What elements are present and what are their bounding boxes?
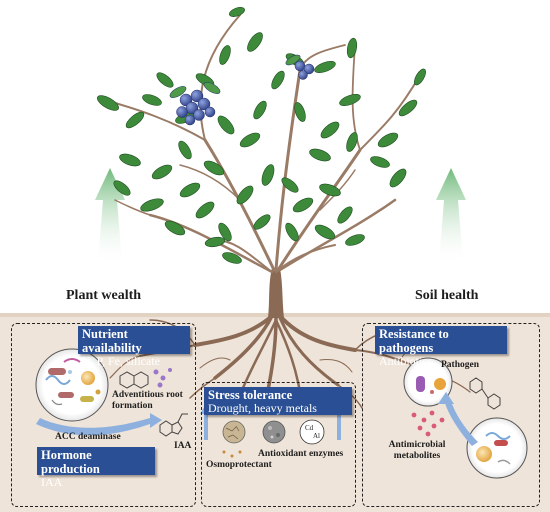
hormone-production-title: Hormone production [41, 448, 100, 476]
microbe-dish-right [466, 417, 528, 479]
leaves [97, 7, 426, 264]
nutrient-availability-title: Nutrient availability [82, 327, 142, 355]
panel-left [11, 323, 196, 507]
pathogen-dish [403, 357, 453, 407]
iaa-molecule-label: IAA [174, 441, 192, 451]
resistance-pathogens-banner: Resistance to pathogens Antibiotics [375, 326, 507, 368]
flow-arrow-left [36, 413, 162, 436]
stress-tolerance-sub: Drought, heavy metals [208, 401, 317, 415]
pathogen-label: Pathogen [441, 360, 479, 370]
resistance-pathogens-sub: Antibiotics [379, 354, 433, 368]
molecule-iaa [159, 413, 188, 437]
antimicrobial-dots [411, 410, 445, 437]
soil-health-label: Soil health [415, 288, 479, 303]
plant-wealth-label: Plant wealth [66, 288, 142, 303]
panel-middle [201, 382, 356, 507]
flow-arrow-right [438, 392, 478, 446]
antimicrobial-metabolites-label: Antimicrobial metabolites [388, 440, 446, 461]
aluminium-label: Al [313, 432, 320, 440]
nutrient-availability-banner: Nutrient availability N, P, Fe, silicate [78, 326, 190, 368]
cadmium-label: Cd [305, 424, 314, 432]
panel-right [362, 323, 540, 507]
molecule-left [119, 368, 172, 389]
hormone-production-banner: Hormone production IAA [37, 447, 155, 489]
stress-tolerance-title: Stress tolerance [208, 388, 293, 402]
microbe-dish-left [35, 348, 109, 422]
stress-tolerance-banner: Stress tolerance Drought, heavy metals [204, 387, 352, 415]
plant-wealth-arrow [95, 168, 125, 262]
branches [104, 14, 421, 274]
adventitious-root-label: Adventitious root formation [112, 390, 183, 411]
hormone-production-sub: IAA [41, 475, 63, 489]
osmoprotectant-dots [222, 450, 242, 458]
soil-health-arrow [436, 168, 466, 262]
osmoprotectant-label: Osmoprotectant [206, 460, 272, 470]
molecule-right [469, 377, 501, 410]
antioxidant-enzymes-label: Antioxidant enzymes [258, 449, 344, 459]
metal-ions-icon [299, 419, 325, 445]
dry-soil-icon [222, 420, 246, 444]
acc-deaminase-label: ACC deaminase [55, 432, 121, 442]
heavy-metal-soil-icon [262, 420, 286, 444]
blueberry-cluster-right [285, 54, 315, 80]
blueberry-cluster-left [169, 82, 221, 126]
trunk [268, 268, 284, 318]
resistance-pathogens-title: Resistance to pathogens [379, 327, 449, 355]
nutrient-availability-sub: N, P, Fe, silicate [82, 354, 160, 368]
